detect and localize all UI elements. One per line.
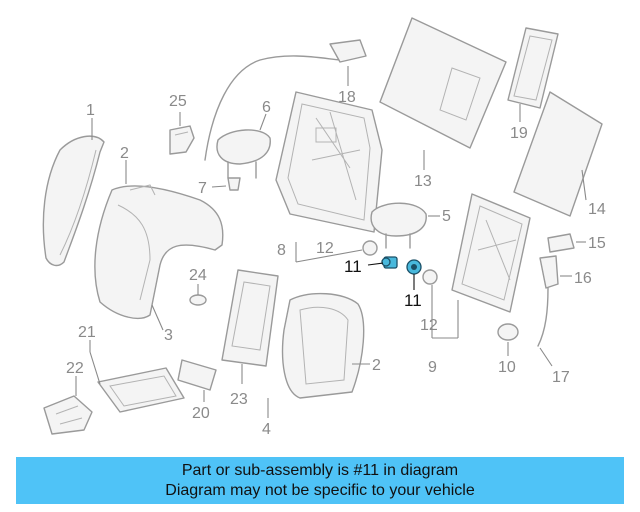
part-18-release-cable	[204, 39, 367, 161]
part-1-side-bolster	[42, 118, 105, 267]
banner-line-1: Part or sub-assembly is #11 in diagram	[181, 462, 459, 479]
callout-12-left: 12	[316, 240, 334, 257]
part-13-panel	[379, 17, 507, 170]
part-2-right-backrest-cover	[281, 292, 370, 399]
callout-17: 17	[552, 369, 570, 386]
right-backrest-frame	[451, 193, 531, 313]
callout-5: 5	[442, 208, 451, 225]
callout-9: 9	[428, 359, 437, 376]
callout-2-left: 2	[120, 145, 129, 162]
callout-14: 14	[588, 201, 606, 218]
part-11-fastener-a	[367, 256, 398, 269]
callout-7: 7	[198, 180, 207, 197]
part-22-bracket	[43, 376, 93, 435]
callout-6: 6	[262, 99, 271, 116]
callout-20: 20	[192, 405, 210, 422]
part-12-right-bushing	[422, 269, 459, 339]
part-5-headrest	[370, 202, 440, 249]
part-6-headrest	[216, 113, 271, 179]
banner-line-2: Diagram may not be specific to your vehi…	[165, 482, 475, 499]
callout-16: 16	[574, 270, 592, 287]
callout-11-a: 11	[344, 257, 362, 276]
leader-3	[151, 304, 164, 331]
callout-10: 10	[498, 359, 516, 376]
part-12-left-bushing	[295, 240, 378, 263]
part-15-bracket	[547, 233, 586, 253]
part-10-cap	[497, 323, 519, 356]
part-21-cushion	[89, 340, 185, 413]
callout-25: 25	[169, 93, 187, 110]
callout-24: 24	[189, 267, 207, 284]
part-7-clip	[211, 177, 241, 191]
callout-21: 21	[78, 324, 96, 341]
callout-18: 18	[338, 89, 356, 106]
callout-12-right: 12	[420, 317, 438, 334]
backrest-frame	[275, 91, 383, 233]
callout-13: 13	[414, 173, 432, 190]
part-23-frame	[221, 269, 279, 384]
callout-8: 8	[277, 242, 286, 259]
callout-3: 3	[164, 327, 173, 344]
part-25-bracket	[169, 112, 195, 155]
callout-23: 23	[230, 391, 248, 408]
callout-19: 19	[510, 125, 528, 142]
part-20-trim	[177, 359, 217, 402]
part-2-left-backrest-cover	[94, 160, 224, 319]
parts-diagram: 1 2 3 25 7 24 6 18	[42, 17, 606, 438]
part-16-latch	[539, 255, 572, 289]
info-banner: Part or sub-assembly is #11 in diagram D…	[16, 457, 624, 504]
part-17-cable	[537, 287, 553, 367]
callout-4: 4	[262, 421, 271, 438]
callout-1: 1	[86, 102, 95, 119]
part-14-panel	[513, 91, 603, 217]
part-19-frame	[507, 27, 559, 122]
callout-15: 15	[588, 235, 606, 252]
callout-11-b: 11	[404, 291, 422, 310]
callout-2-right: 2	[372, 357, 381, 374]
part-24-push-pin	[189, 284, 207, 306]
part-11-fastener-b	[406, 259, 422, 290]
callout-22: 22	[66, 360, 84, 377]
